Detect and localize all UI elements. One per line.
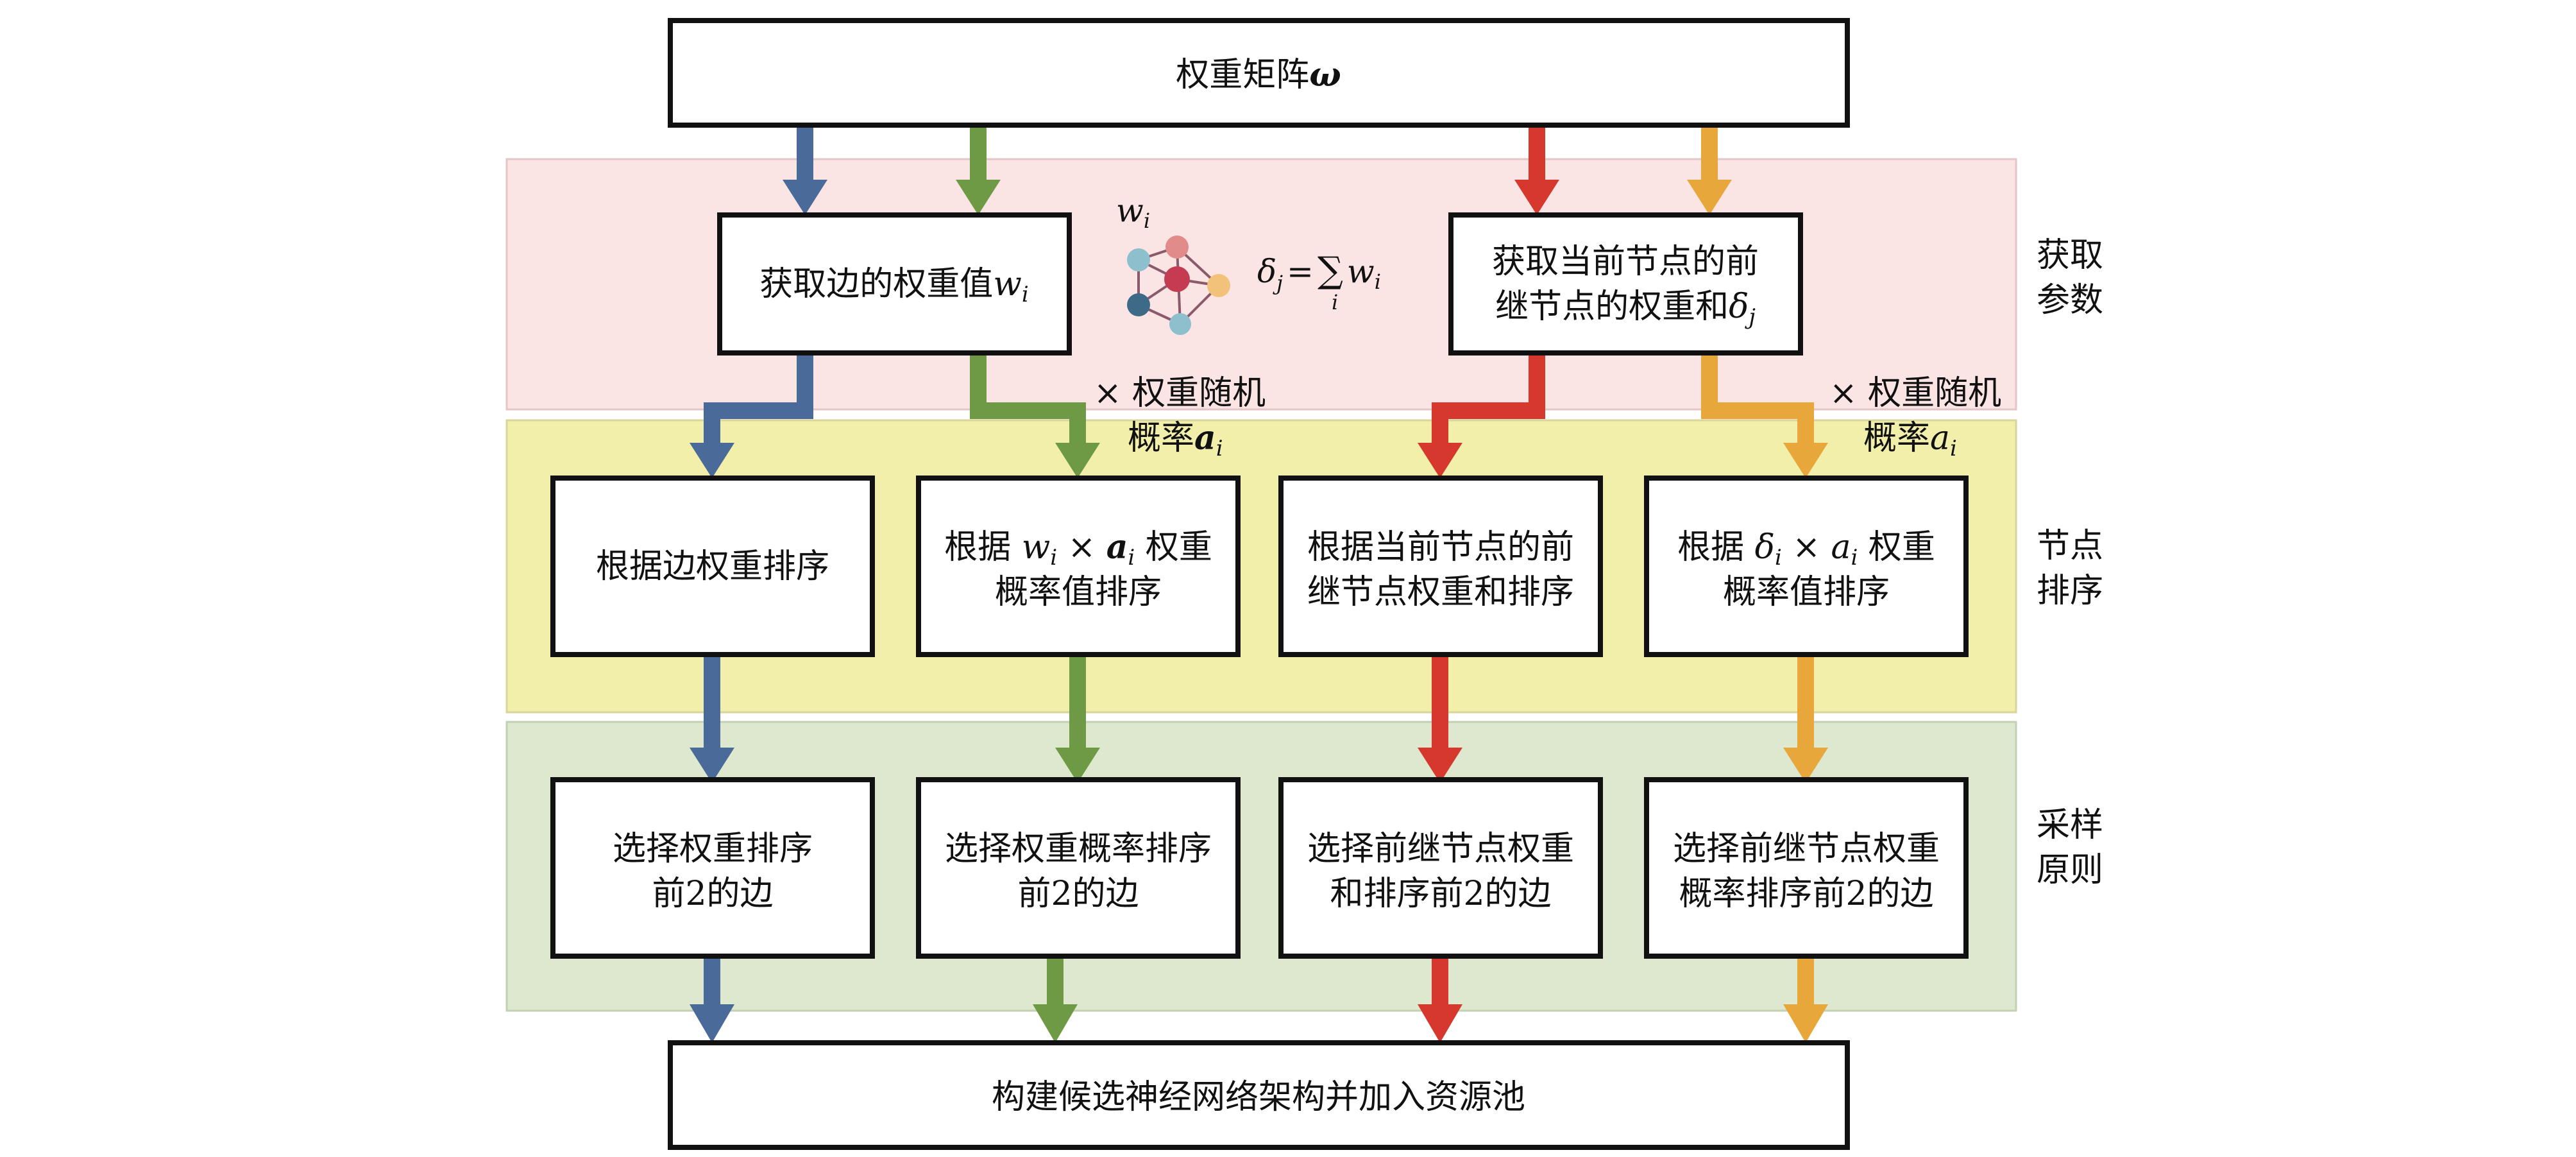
section-label-params-2: 参数	[2037, 281, 2103, 320]
sample-box-2-line1: 选择权重概率排序	[945, 830, 1212, 868]
sort-box-3-line2: 继节点权重和排序	[1307, 573, 1574, 612]
sort-box-1-label: 根据边权重排序	[596, 547, 829, 586]
sort-box-2-line1: 根据 wi × ai 权重	[944, 527, 1212, 570]
sample-box-1-line1: 选择权重排序	[613, 830, 813, 868]
green-flow	[956, 125, 1100, 1043]
svg-text:δj=∑wi: δj=∑wi	[1257, 250, 1381, 295]
sort-box-3	[1278, 476, 1603, 657]
weight-matrix-box	[668, 18, 1850, 128]
build-candidate-box	[668, 1040, 1850, 1150]
sort-box-3-line1: 根据当前节点的前	[1307, 528, 1574, 567]
get-predecessor-weight-box	[1448, 212, 1803, 356]
multiplier-note-right-line2: 概率ai	[1863, 419, 1957, 461]
sort-box-4-line1: 根据 δi × ai 权重	[1677, 528, 1935, 570]
sort-box-2-line2: 概率值排序	[995, 573, 1162, 612]
sort-box-4	[1644, 476, 1969, 657]
sample-box-3-line2: 和排序前2的边	[1330, 875, 1551, 913]
svg-text:i: i	[1332, 290, 1338, 314]
build-candidate-label: 构建候选神经网络架构并加入资源池	[992, 1078, 1525, 1117]
sort-box-1	[550, 476, 875, 657]
orange-flow	[1687, 125, 1828, 1043]
sample-box-4	[1644, 777, 1969, 959]
multiplier-note-left-line1: × 权重随机	[1094, 374, 1266, 413]
sample-box-3-line1: 选择前继节点权重	[1307, 830, 1574, 868]
section-label-sort-2: 排序	[2037, 572, 2103, 610]
sort-box-2	[916, 476, 1241, 657]
weight-matrix-label: 权重矩阵ω	[1176, 55, 1341, 94]
get-edge-weight-box	[717, 212, 1072, 356]
sample-box-1-line2: 前2的边	[652, 875, 773, 913]
delta-sum-formula: δj=∑wi i	[1257, 250, 1381, 314]
get-edge-weight-label: 获取边的权重值wi	[759, 265, 1028, 307]
get-predecessor-line1: 获取当前节点的前	[1492, 243, 1759, 281]
sample-box-3	[1278, 777, 1603, 959]
section-label-sample-2: 原则	[2037, 851, 2103, 889]
neural-network-icon	[1127, 236, 1230, 335]
sample-box-4-line1: 选择前继节点权重	[1673, 830, 1940, 868]
get-predecessor-line2: 继节点的权重和δj	[1495, 287, 1756, 330]
multiplier-note-left-line2: 概率ai	[1128, 418, 1223, 461]
sample-box-1	[550, 777, 875, 959]
blue-flow	[690, 125, 827, 1043]
section-label-sample-1: 采样	[2037, 806, 2103, 844]
formula-w-label: wi	[1116, 192, 1150, 233]
multiplier-note-right-line1: × 权重随机	[1829, 374, 2001, 413]
sample-box-4-line2: 概率排序前2的边	[1679, 875, 1933, 913]
red-flow	[1418, 125, 1559, 1043]
sample-box-2	[916, 777, 1241, 959]
sample-box-2-line2: 前2的边	[1017, 875, 1139, 913]
section-label-sort-1: 节点	[2037, 527, 2103, 565]
sort-box-4-line2: 概率值排序	[1723, 573, 1890, 612]
section-label-params-1: 获取	[2037, 236, 2103, 275]
